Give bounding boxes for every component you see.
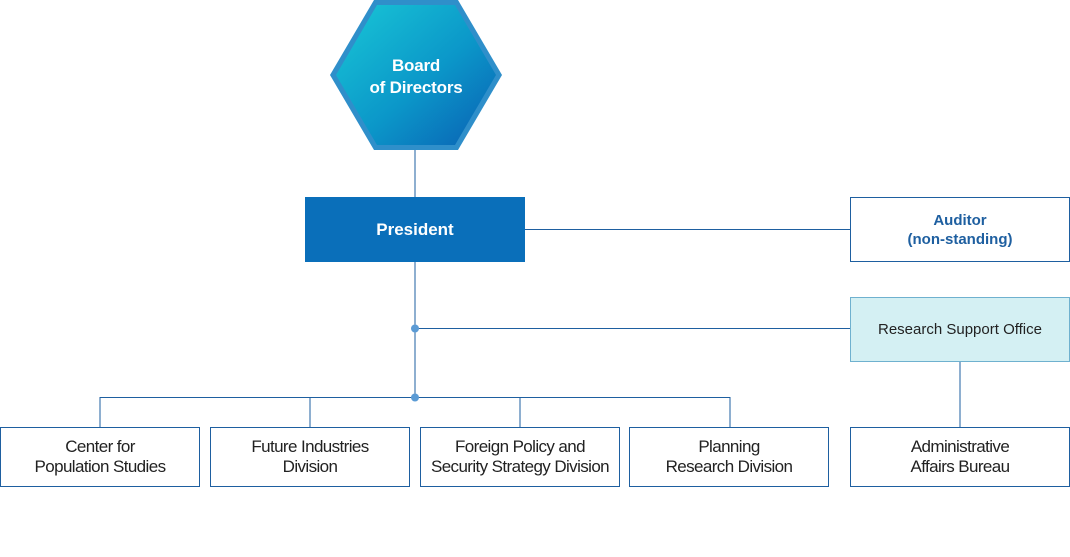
auditor-label-line2: (non-standing)	[907, 230, 1013, 248]
unit-label-line1: Foreign Policy and	[455, 437, 586, 456]
board-hexagon	[330, 0, 502, 150]
junction-dot-support	[411, 324, 419, 333]
unit-label-line1: Future Industries	[251, 437, 369, 456]
admin-label-line1: Administrative	[910, 437, 1010, 456]
admin-label-line2: Affairs Bureau	[910, 457, 1010, 476]
unit-box-future-industries: Future Industries Division	[210, 427, 410, 487]
president-label: President	[376, 219, 454, 239]
junction-dot-units	[411, 393, 419, 402]
auditor-box: Auditor (non-standing)	[850, 197, 1070, 262]
research-support-office-box: Research Support Office	[850, 297, 1070, 362]
unit-label-line1: Center for	[65, 437, 135, 456]
unit-box-foreign-policy: Foreign Policy and Security Strategy Div…	[420, 427, 620, 487]
administrative-affairs-bureau-box: Administrative Affairs Bureau	[850, 427, 1070, 487]
board-label-line2: of Directors	[369, 78, 463, 97]
research-support-label: Research Support Office	[878, 321, 1042, 338]
unit-label-line1: Planning	[698, 437, 760, 456]
unit-box-population: Center for Population Studies	[0, 427, 200, 487]
unit-label-line2: Security Strategy Division	[430, 457, 610, 476]
president-box: President	[305, 197, 525, 262]
unit-label-line2: Population Studies	[34, 457, 167, 476]
unit-label-line2: Research Division	[665, 457, 793, 476]
board-label-line1: Board	[391, 56, 441, 75]
unit-box-planning-research: Planning Research Division	[629, 427, 829, 487]
unit-label-line2: Division	[282, 457, 338, 476]
auditor-label-line1: Auditor	[933, 211, 987, 229]
board-of-directors-label: Board of Directors	[330, 52, 502, 102]
